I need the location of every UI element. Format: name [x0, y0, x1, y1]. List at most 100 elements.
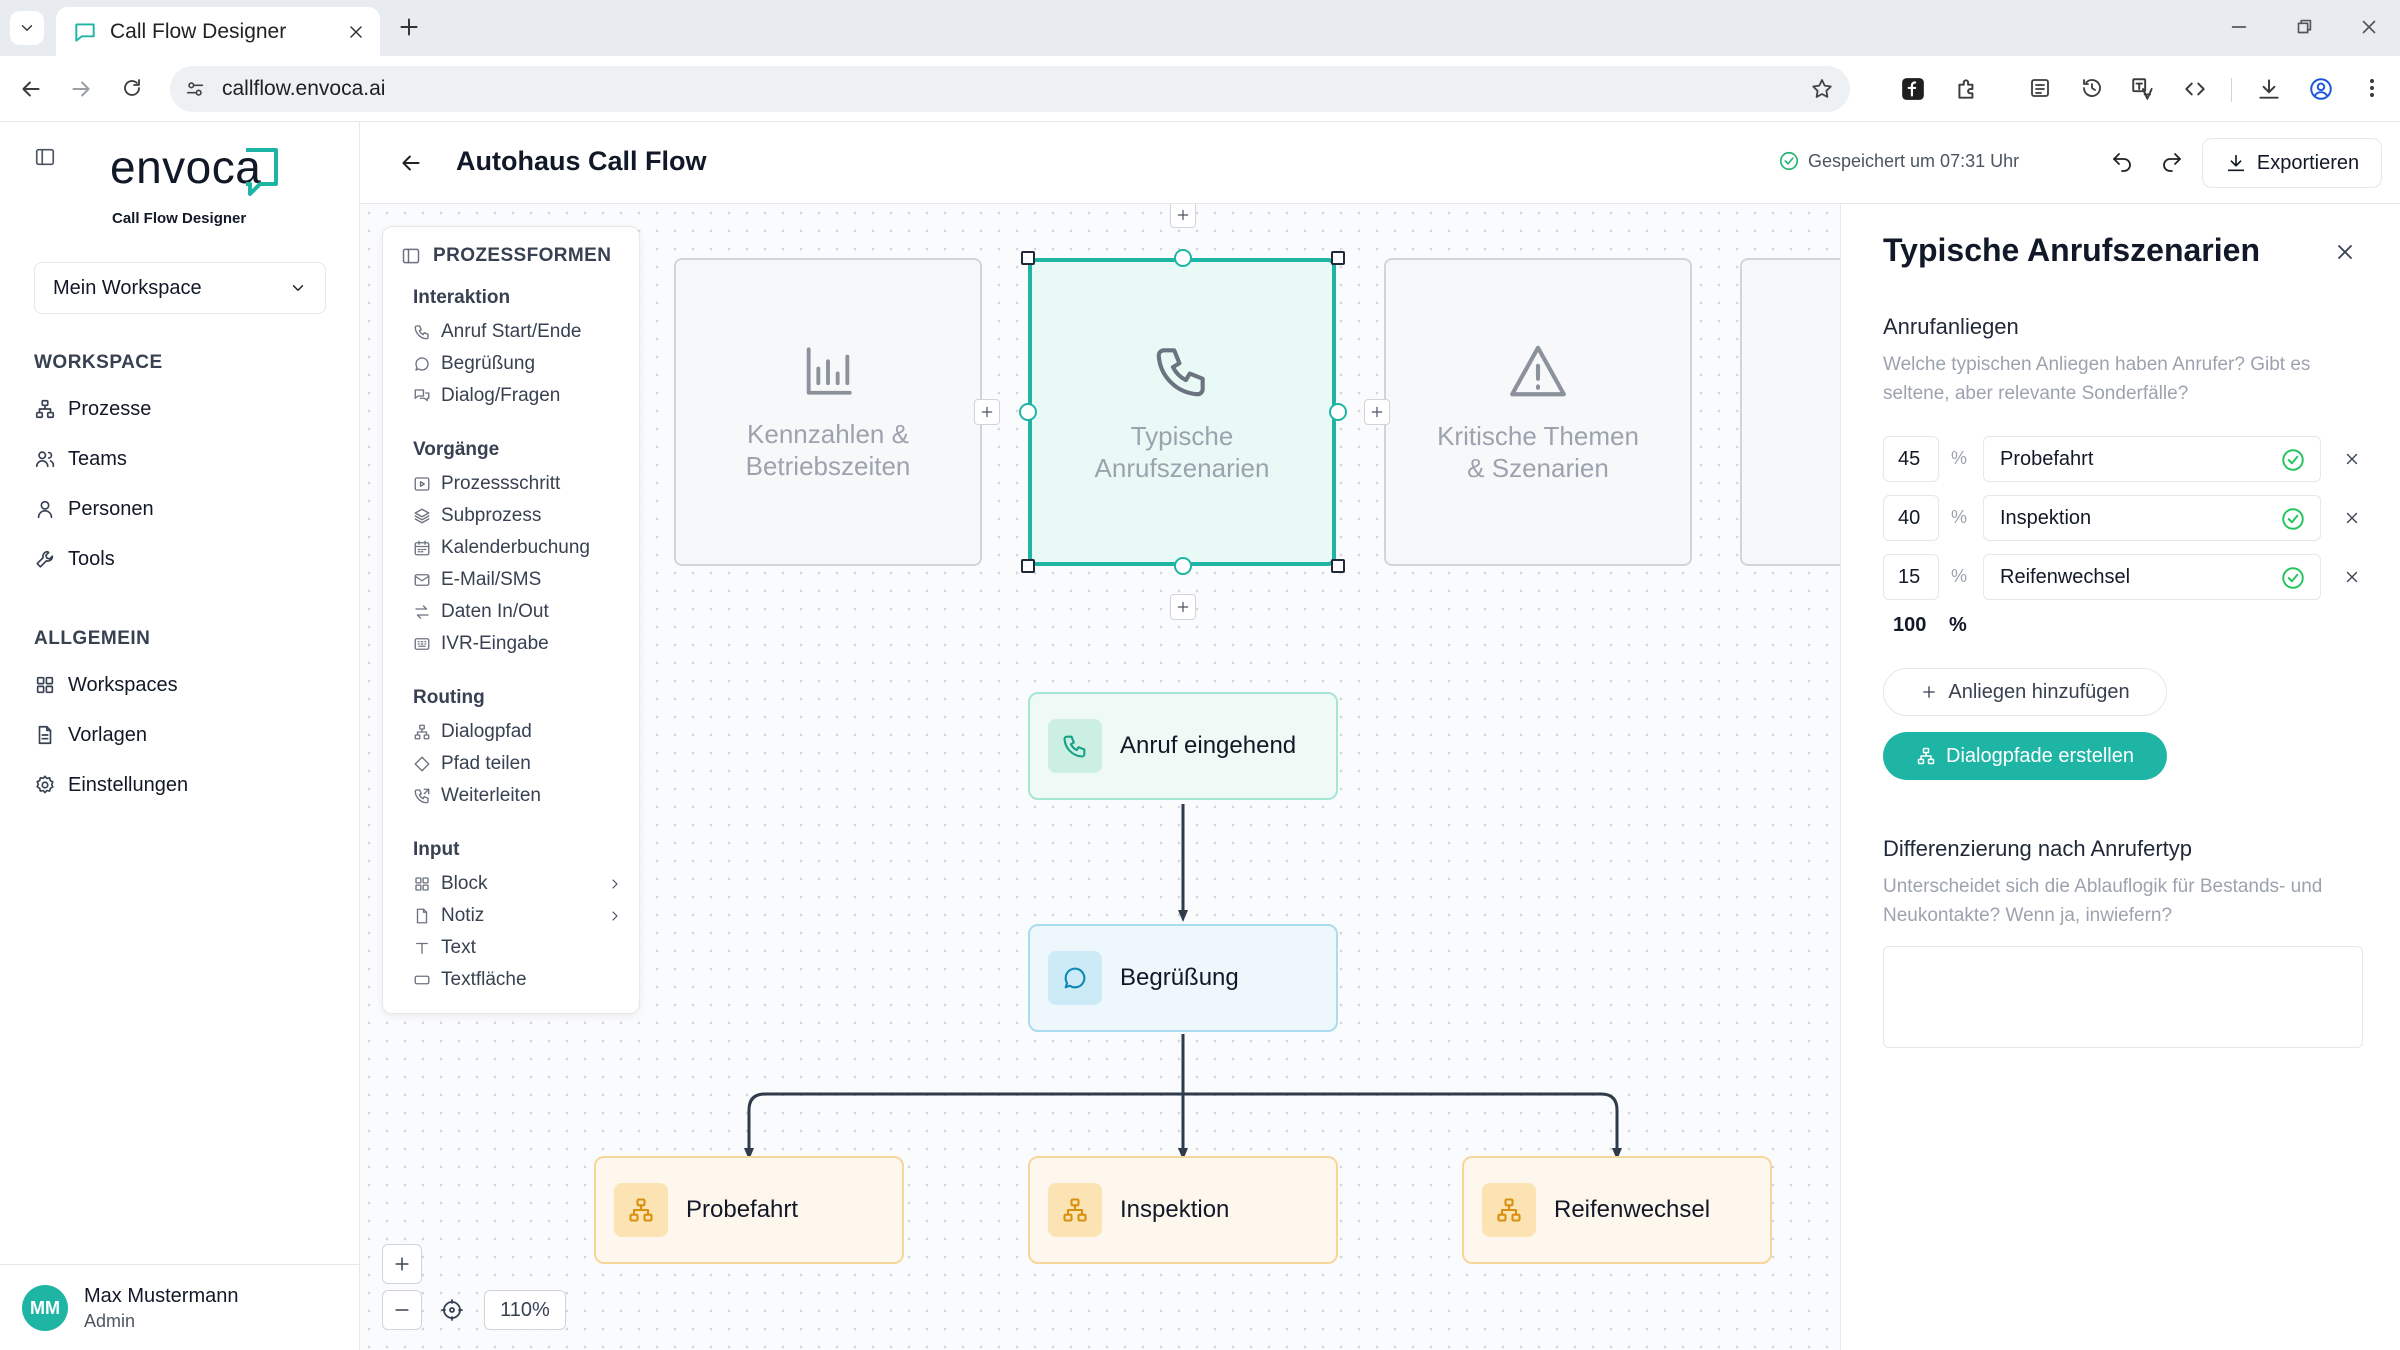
redo-icon[interactable] — [2160, 150, 2184, 174]
tab-search-button[interactable] — [10, 11, 44, 45]
card-partial[interactable] — [1740, 258, 1840, 566]
minimize-icon[interactable] — [2228, 16, 2250, 38]
palette-item-begruessung[interactable]: Begrüßung — [413, 351, 623, 377]
palette-item-text[interactable]: Text — [413, 935, 623, 961]
plus-icon — [395, 1257, 409, 1271]
sidebar-item-einstellungen[interactable]: Einstellungen — [34, 770, 188, 800]
user-profile[interactable]: MM Max Mustermann Admin — [0, 1264, 360, 1350]
flow-canvas[interactable]: PROZESSFORMEN Interaktion Anruf Start/En… — [360, 204, 1840, 1350]
translate-icon[interactable] — [2130, 76, 2156, 102]
reload-icon[interactable] — [120, 76, 144, 100]
sidebar-item-teams[interactable]: Teams — [34, 444, 127, 474]
palette-item-block[interactable]: Block — [413, 871, 623, 897]
node-label: Inspektion — [1120, 1196, 1230, 1223]
remove-icon[interactable] — [2343, 568, 2361, 586]
add-node-button[interactable] — [1170, 594, 1196, 620]
connection-handle[interactable] — [1174, 249, 1192, 267]
reason-input[interactable]: Inspektion — [1983, 495, 2321, 541]
reason-input[interactable]: Probefahrt — [1983, 436, 2321, 482]
percent-input[interactable]: 15 — [1883, 554, 1939, 600]
download-icon[interactable] — [2256, 76, 2282, 102]
zoom-level: 110% — [484, 1290, 566, 1330]
node-label: Reifenwechsel — [1554, 1196, 1711, 1223]
node-probefahrt[interactable]: Probefahrt — [594, 1156, 904, 1264]
palette-item-weiterleiten[interactable]: Weiterleiten — [413, 783, 623, 809]
add-node-button[interactable] — [1170, 204, 1196, 228]
kebab-menu-icon[interactable] — [2360, 76, 2384, 100]
export-button[interactable]: Exportieren — [2202, 138, 2382, 188]
fit-view-button[interactable] — [432, 1290, 472, 1330]
close-tab-icon[interactable] — [346, 22, 366, 42]
card-kritische-themen[interactable]: Kritische Themen& Szenarien — [1384, 258, 1692, 566]
zoom-in-button[interactable] — [382, 1244, 422, 1284]
palette-item-subprozess[interactable]: Subprozess — [413, 503, 623, 529]
palette-item-email[interactable]: E-Mail/SMS — [413, 567, 623, 593]
palette-item-daten[interactable]: Daten In/Out — [413, 599, 623, 625]
profile-icon[interactable] — [2308, 76, 2334, 102]
forward-arrow-icon[interactable] — [68, 76, 94, 102]
resize-handle[interactable] — [1021, 251, 1035, 265]
close-window-icon[interactable] — [2358, 16, 2380, 38]
workspace-select[interactable]: Mein Workspace — [34, 262, 326, 314]
add-node-button[interactable] — [1364, 399, 1390, 425]
back-arrow-icon[interactable] — [18, 76, 44, 102]
code-icon[interactable] — [2182, 76, 2208, 102]
zoom-out-button[interactable] — [382, 1290, 422, 1330]
sidebar-item-label: Vorlagen — [68, 723, 147, 746]
palette-item-prozessschritt[interactable]: Prozessschritt — [413, 471, 623, 497]
browser-tab[interactable]: Call Flow Designer — [56, 7, 380, 56]
palette-item-pfad-teilen[interactable]: Pfad teilen — [413, 751, 623, 777]
create-dialog-paths-button[interactable]: Dialogpfade erstellen — [1883, 732, 2167, 780]
site-settings-icon[interactable] — [184, 78, 206, 100]
card-label: Anrufszenarien — [1094, 453, 1270, 483]
puzzle-extension-icon[interactable] — [1954, 76, 1980, 102]
new-tab-icon[interactable] — [396, 14, 422, 40]
sidebar-item-label: Workspaces — [68, 673, 178, 696]
percent-input[interactable]: 40 — [1883, 495, 1939, 541]
resize-handle[interactable] — [1021, 559, 1035, 573]
sidebar-item-workspaces[interactable]: Workspaces — [34, 670, 178, 700]
remove-icon[interactable] — [2343, 450, 2361, 468]
palette-item-ivr[interactable]: IVR-Eingabe — [413, 631, 623, 657]
add-reason-button[interactable]: Anliegen hinzufügen — [1883, 668, 2167, 716]
palette-item-dialogpfad[interactable]: Dialogpfad — [413, 719, 623, 745]
palette-item-notiz[interactable]: Notiz — [413, 903, 623, 929]
reading-list-icon[interactable] — [2028, 76, 2052, 100]
address-bar[interactable]: callflow.envoca.ai — [170, 66, 1850, 112]
node-inspektion[interactable]: Inspektion — [1028, 1156, 1338, 1264]
sidebar-toggle-icon[interactable] — [34, 146, 56, 168]
connection-handle[interactable] — [1329, 403, 1347, 421]
connection-handle[interactable] — [1019, 403, 1037, 421]
restore-icon[interactable] — [2293, 16, 2315, 38]
sidebar-item-vorlagen[interactable]: Vorlagen — [34, 720, 147, 750]
resize-handle[interactable] — [1331, 559, 1345, 573]
palette-item-textflaeche[interactable]: Textfläche — [413, 967, 623, 993]
undo-icon[interactable] — [2110, 150, 2134, 174]
close-icon[interactable] — [2333, 240, 2357, 264]
node-reifenwechsel[interactable]: Reifenwechsel — [1462, 1156, 1772, 1264]
node-begruessung[interactable]: Begrüßung — [1028, 924, 1338, 1032]
sidebar-item-personen[interactable]: Personen — [34, 494, 154, 524]
remove-icon[interactable] — [2343, 509, 2361, 527]
font-extension-icon[interactable] — [1900, 76, 1926, 102]
palette-item-kalender[interactable]: Kalenderbuchung — [413, 535, 623, 561]
reason-input[interactable]: Reifenwechsel — [1983, 554, 2321, 600]
palette-item-dialog[interactable]: Dialog/Fragen — [413, 383, 623, 409]
bookmark-star-icon[interactable] — [1810, 77, 1834, 101]
resize-handle[interactable] — [1331, 251, 1345, 265]
card-label: & Szenarien — [1467, 453, 1609, 483]
sitemap-icon — [35, 399, 55, 419]
add-node-button[interactable] — [974, 399, 1000, 425]
back-arrow-icon[interactable] — [398, 150, 424, 176]
palette-group-routing: Routing — [413, 687, 485, 708]
history-icon[interactable] — [2080, 76, 2104, 100]
node-anruf-eingehend[interactable]: Anruf eingehend — [1028, 692, 1338, 800]
sidebar-item-tools[interactable]: Tools — [34, 544, 115, 574]
card-kennzahlen[interactable]: Kennzahlen &Betriebszeiten — [674, 258, 982, 566]
sidebar-item-prozesse[interactable]: Prozesse — [34, 394, 151, 424]
caller-type-textarea[interactable] — [1883, 946, 2363, 1048]
palette-item-anruf[interactable]: Anruf Start/Ende — [413, 319, 623, 345]
percent-input[interactable]: 45 — [1883, 436, 1939, 482]
connection-handle[interactable] — [1174, 557, 1192, 575]
